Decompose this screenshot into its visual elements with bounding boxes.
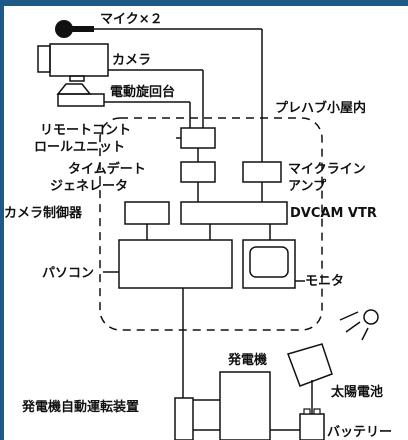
monitor-icon [242,239,296,289]
remote-control-box [180,127,216,149]
camera-control-box [124,201,170,225]
generator-box [219,371,271,440]
camera-label: カメラ [112,53,151,68]
camera-control-label: カメラ制御器 [4,205,83,221]
battery-label: バッテリー [327,425,392,440]
remote-control-label-2: ロールユニット [34,140,125,155]
auto-gen-box [174,397,194,440]
vtr-box [180,201,288,225]
remote-control-label-1: リモートコント [40,123,131,138]
sun-icon [339,309,379,341]
pan-tilt-label: 電動旋回台 [110,84,175,100]
auto-gen-label: 発電機自動運転装置 [21,399,139,415]
solar-label: 太陽電池 [330,384,383,400]
microphone-icon [55,20,94,38]
prefab-label: プレハブ小屋内 [275,100,366,116]
battery-icon [299,408,325,440]
pc-label: パソコン [42,266,94,281]
monitor-label: モニタ [305,274,344,289]
prefab-enclosure [99,117,323,331]
mic-label: マイク×２ [100,12,163,27]
solar-panel-icon [287,343,333,414]
time-date-box [180,161,216,183]
pan-tilt-icon [56,83,105,107]
time-date-label-2: ジェネレータ [50,179,128,194]
time-date-label-1: タイムデート [68,161,146,177]
mic-line-amp-box [242,161,282,183]
pc-box [118,239,233,289]
mic-line-amp-label-2: アンプ [288,179,327,194]
vtr-label: DVCAM VTR [290,206,377,221]
mic-line-amp-label-1: マイクライン [288,162,366,177]
generator-label: 発電機 [227,352,267,368]
camera-icon [37,43,109,82]
